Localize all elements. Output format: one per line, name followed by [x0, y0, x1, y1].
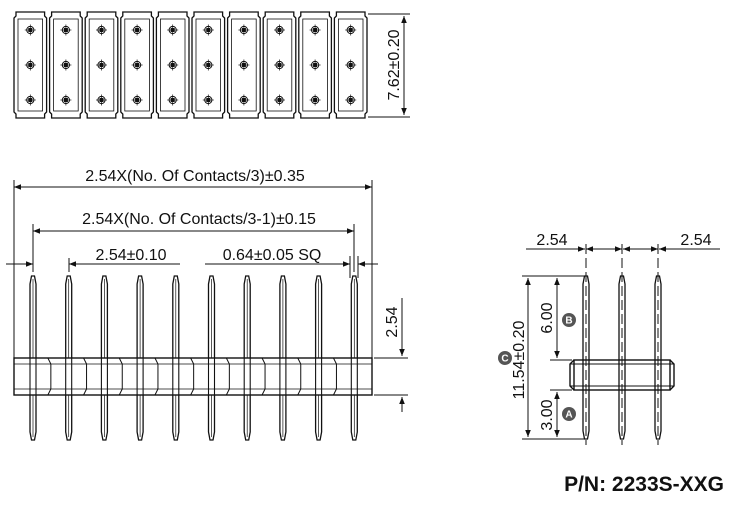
top-contact-cell: [13, 11, 48, 119]
side-view-pins: [582, 244, 662, 445]
front-housing-divider: [297, 357, 302, 396]
front-pin: [29, 275, 37, 441]
top-contact-cell: [262, 11, 297, 119]
side-dim-right-label: 2.54: [680, 232, 711, 249]
side-lower-dim-label: 3.00: [539, 399, 556, 430]
front-view-housing: [13, 357, 373, 396]
top-cell-inner: [17, 18, 44, 112]
badge-c: C: [498, 351, 512, 365]
top-cell-outline: [333, 11, 368, 119]
top-cell-outline: [13, 11, 48, 119]
front-pin: [350, 275, 358, 441]
svg-text:B: B: [565, 316, 572, 327]
badge-b: B: [562, 313, 576, 327]
side-housing-left-flange: [569, 359, 575, 391]
top-view: 7.62±0.20: [13, 11, 410, 119]
badge-a: A: [562, 407, 576, 421]
top-contact-cell: [298, 11, 333, 119]
top-view-contacts: [13, 11, 368, 119]
top-cell-inner: [266, 18, 293, 112]
side-dim-left-label: 2.54: [536, 232, 567, 249]
front-housing-divider: [225, 357, 230, 396]
svg-text:A: A: [565, 410, 572, 421]
top-cell-outline: [226, 11, 261, 119]
side-housing-body: [573, 359, 671, 391]
top-cell-inner: [88, 18, 115, 112]
top-contact-cell: [48, 11, 83, 119]
front-view-pins: [29, 275, 358, 441]
front-pin: [100, 275, 109, 441]
top-contact-cell: [120, 11, 155, 119]
top-cell-inner: [231, 18, 257, 112]
top-cell-outline: [191, 11, 226, 119]
pitch-dim-label: 2.54±0.10: [95, 247, 166, 264]
side-total-dim-label: 11.54±0.20: [511, 321, 528, 400]
top-contact-cell: [226, 11, 261, 119]
top-cell-outline: [262, 11, 297, 119]
top-contact-cell: [84, 11, 119, 119]
front-housing-divider: [261, 357, 266, 396]
top-width-dim-label: 7.62±0.20: [386, 29, 403, 100]
top-cell-outline: [84, 11, 119, 119]
front-housing-divider: [118, 357, 123, 396]
pin-dim-label: 0.64±0.05 SQ: [223, 247, 322, 264]
part-number: P/N: 2233S-XXG: [564, 473, 724, 496]
top-contact-cell: [155, 11, 190, 119]
front-pin: [243, 275, 251, 441]
side-view: 2.54 2.54 11.54±0.20 6.00 3.00 B C: [498, 232, 720, 445]
front-housing-divider: [47, 357, 52, 396]
front-pin: [314, 275, 323, 441]
front-view: 2.54X(No. Of Contacts/3)±0.35 2.54X(No. …: [6, 168, 408, 441]
front-pin: [207, 275, 216, 441]
top-cell-inner: [195, 18, 222, 112]
top-cell-inner: [159, 18, 186, 112]
top-contact-cell: [333, 11, 368, 119]
housing-dim-label: 2.54: [384, 306, 401, 337]
front-pin: [136, 275, 144, 441]
front-pin: [279, 275, 287, 441]
svg-text:C: C: [501, 354, 508, 365]
span-dim-label: 2.54X(No. Of Contacts/3-1)±0.15: [82, 211, 316, 228]
front-housing-divider: [333, 357, 337, 396]
top-cell-inner: [53, 18, 79, 112]
top-cell-inner: [337, 18, 364, 112]
side-upper-dim-label: 6.00: [539, 302, 556, 333]
top-cell-inner: [124, 18, 150, 112]
front-housing-divider: [190, 357, 195, 396]
front-housing-divider: [83, 357, 88, 396]
top-cell-outline: [48, 11, 83, 119]
top-cell-outline: [155, 11, 190, 119]
top-cell-inner: [302, 18, 328, 112]
front-pin: [65, 275, 73, 441]
top-cell-outline: [298, 11, 333, 119]
front-housing-divider: [154, 357, 159, 396]
top-cell-outline: [120, 11, 155, 119]
side-housing-right-flange: [669, 359, 675, 391]
top-contact-cell: [191, 11, 226, 119]
overall-dim-label: 2.54X(No. Of Contacts/3)±0.35: [85, 168, 305, 185]
front-pin: [172, 275, 180, 441]
